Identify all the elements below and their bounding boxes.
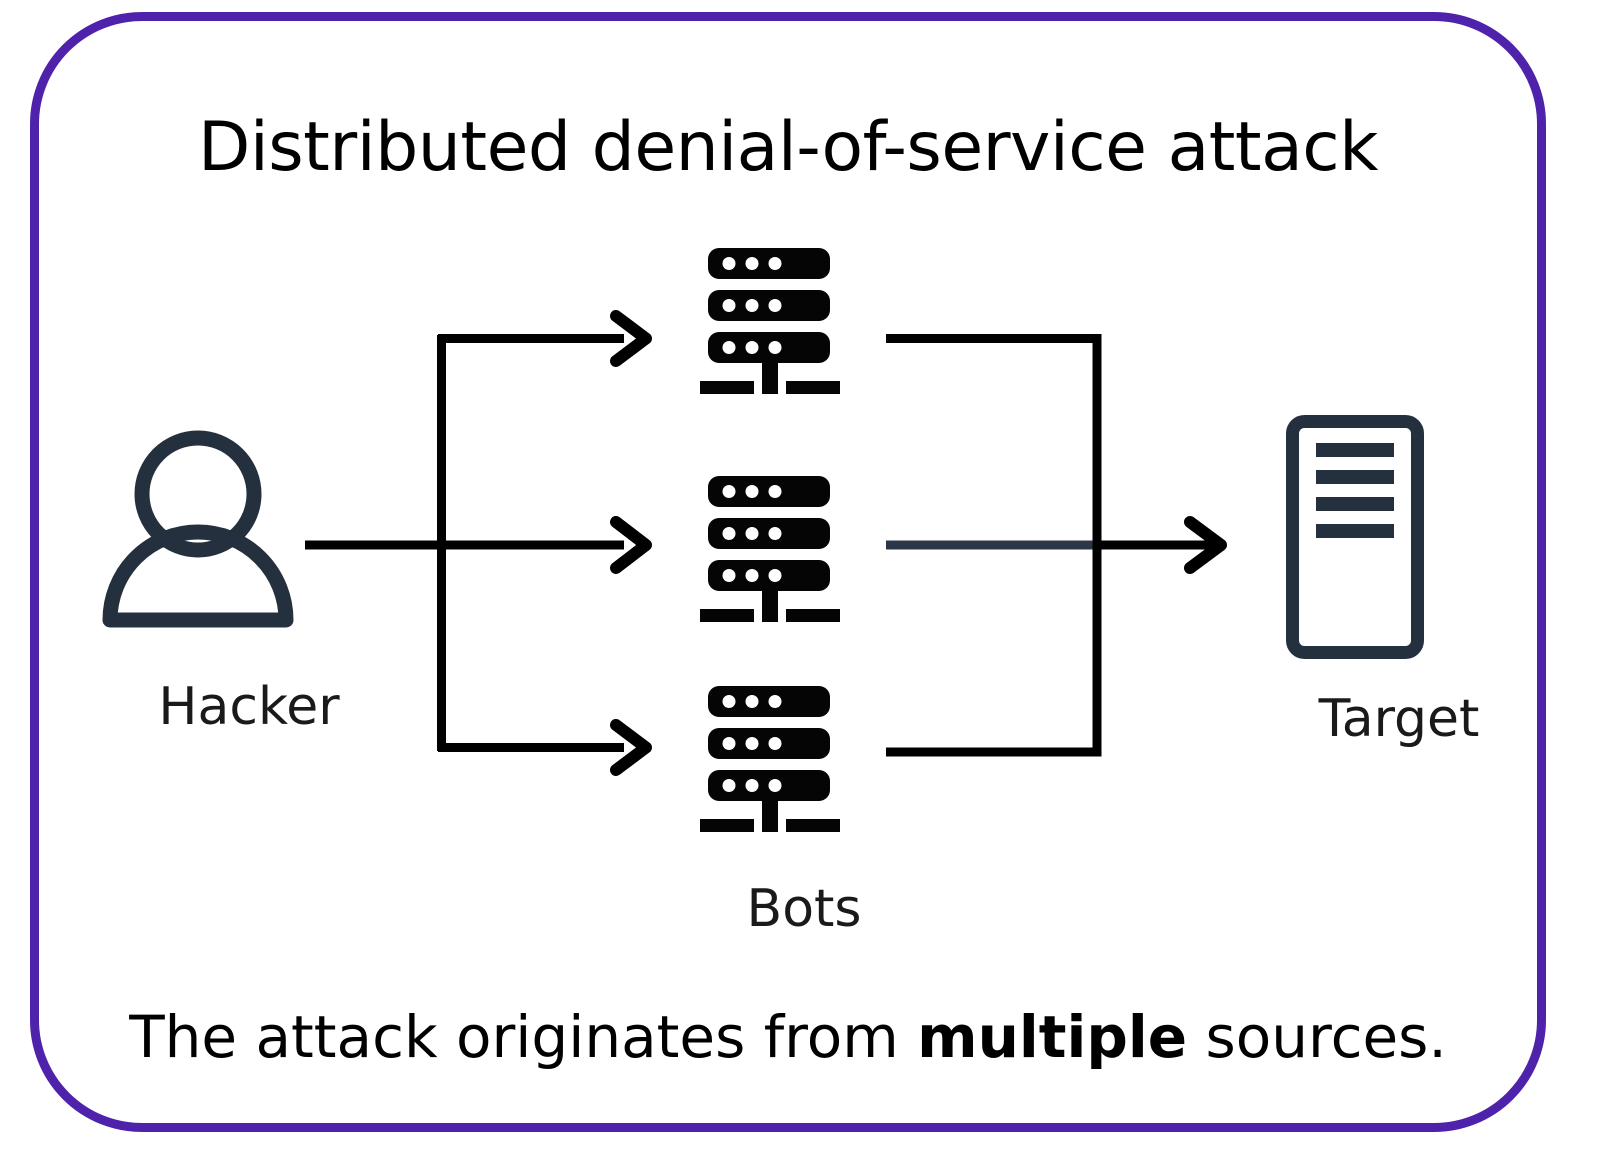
server-led-icon xyxy=(745,485,759,498)
server-stack-icon xyxy=(700,248,840,394)
target-slot-line xyxy=(1316,470,1394,484)
server-led-icon xyxy=(745,695,759,708)
server-led-icon xyxy=(768,779,782,792)
server-led-icon xyxy=(745,779,759,792)
hacker-to-bots-edges xyxy=(305,334,624,752)
server-stem xyxy=(762,362,778,382)
server-base-dot xyxy=(762,609,778,622)
server-base-dot xyxy=(762,819,778,832)
caption-text-after: sources. xyxy=(1187,1003,1447,1071)
server-led-icon xyxy=(745,341,759,354)
server-led-icon xyxy=(768,527,782,540)
arrow-right-icon-bot3 xyxy=(610,719,652,776)
server-led-icon xyxy=(768,737,782,750)
server-stack-icon xyxy=(700,686,840,832)
server-base-dash-left xyxy=(700,609,754,622)
diagram-caption: The attack originates from multiple sour… xyxy=(39,1008,1537,1066)
arrow-right-icon-target xyxy=(1184,516,1227,574)
server-led-icon xyxy=(745,737,759,750)
arrow-right-icon-group-left xyxy=(610,310,652,776)
server-led-icon xyxy=(722,341,736,354)
server-base-dash-left xyxy=(700,381,754,394)
server-led-icon xyxy=(745,299,759,312)
server-led-icon xyxy=(722,485,736,498)
server-led-icon xyxy=(722,779,736,792)
arrow-right-icon-bot2 xyxy=(610,516,652,574)
server-led-icon xyxy=(768,299,782,312)
person-head-icon xyxy=(134,430,262,558)
hacker-label: Hacker xyxy=(158,677,340,737)
server-led-icon xyxy=(745,569,759,582)
server-base-dot xyxy=(762,381,778,394)
server-led-icon xyxy=(768,569,782,582)
server-base-dash-right xyxy=(786,609,840,622)
server-stack-icon xyxy=(700,476,840,622)
target-label: Target xyxy=(1318,689,1480,749)
server-base-dash-left xyxy=(700,819,754,832)
server-base-dash-right xyxy=(786,819,840,832)
target-slot-line xyxy=(1316,443,1394,457)
server-led-icon xyxy=(768,257,782,270)
bots-to-target-edges xyxy=(886,334,1212,757)
server-stem xyxy=(762,590,778,610)
server-base-dash-right xyxy=(786,381,840,394)
person-icon xyxy=(102,430,294,628)
server-led-icon xyxy=(722,569,736,582)
caption-emphasis: multiple xyxy=(917,1003,1188,1071)
target-slot-line xyxy=(1316,524,1394,538)
target-chassis xyxy=(1286,415,1424,659)
server-led-icon xyxy=(745,257,759,270)
page-title: Distributed denial-of-service attack xyxy=(197,108,1379,187)
target-slot-line xyxy=(1316,497,1394,511)
person-body-icon xyxy=(102,524,294,628)
server-led-icon xyxy=(722,527,736,540)
server-led-icon xyxy=(768,485,782,498)
server-tower-icon xyxy=(1286,415,1424,659)
server-led-icon xyxy=(722,257,736,270)
server-led-icon xyxy=(722,695,736,708)
arrow-right-icon-bot1 xyxy=(610,310,652,367)
server-led-icon xyxy=(768,695,782,708)
server-stem xyxy=(762,800,778,820)
bots-label: Bots xyxy=(746,879,862,939)
caption-text-before: The attack originates from xyxy=(129,1003,918,1071)
server-led-icon xyxy=(722,299,736,312)
server-led-icon xyxy=(745,527,759,540)
server-led-icon xyxy=(722,737,736,750)
server-led-icon xyxy=(768,341,782,354)
